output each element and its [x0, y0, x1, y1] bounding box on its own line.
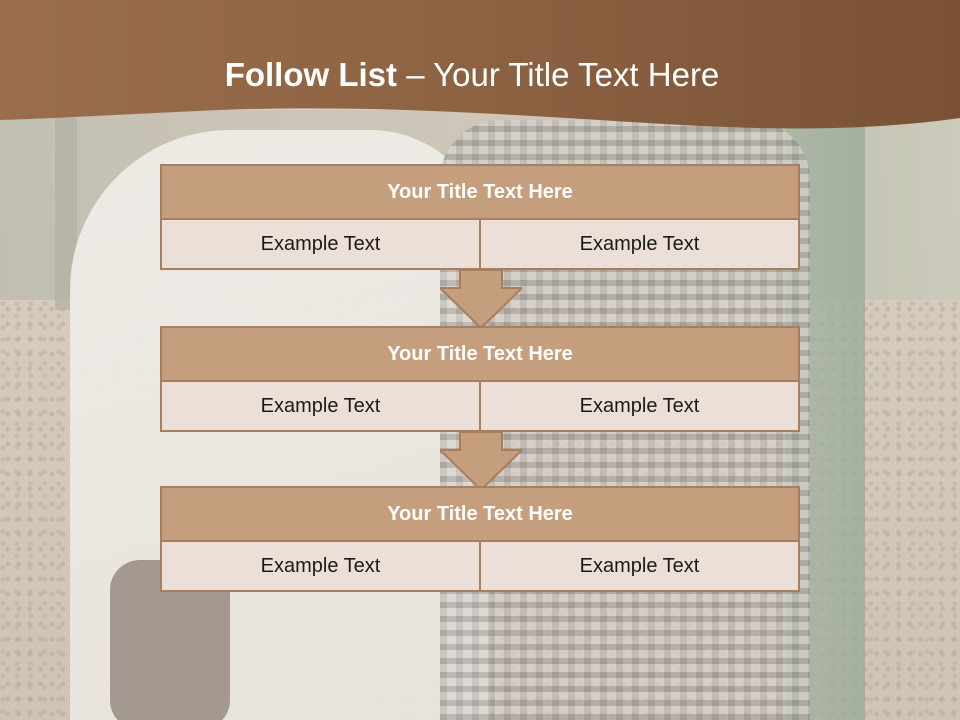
down-arrow-icon — [440, 270, 522, 328]
list-block-row: Example Text Example Text — [160, 542, 800, 592]
list-block-1: Your Title Text Here Example Text Exampl… — [160, 164, 800, 270]
list-block-title: Your Title Text Here — [160, 326, 800, 382]
list-block-row: Example Text Example Text — [160, 382, 800, 432]
header-band: Follow List – Your Title Text Here — [0, 0, 960, 140]
list-cell-right: Example Text — [481, 220, 800, 270]
down-arrow-icon — [440, 432, 522, 490]
header-wave-shape — [0, 0, 960, 129]
list-cell-left: Example Text — [160, 220, 481, 270]
list-cell-left: Example Text — [160, 382, 481, 432]
list-cell-right: Example Text — [481, 542, 800, 592]
list-block-3: Your Title Text Here Example Text Exampl… — [160, 486, 800, 592]
list-block-title: Your Title Text Here — [160, 486, 800, 542]
list-block-2: Your Title Text Here Example Text Exampl… — [160, 326, 800, 432]
list-block-title: Your Title Text Here — [160, 164, 800, 220]
list-cell-right: Example Text — [481, 382, 800, 432]
background-post-left — [55, 110, 77, 310]
title-bold-part: Follow List — [224, 56, 398, 93]
list-cell-left: Example Text — [160, 542, 481, 592]
page-title: Follow List – Your Title Text Here — [0, 56, 944, 94]
list-block-row: Example Text Example Text — [160, 220, 800, 270]
title-rest-part: – Your Title Text Here — [406, 56, 720, 93]
